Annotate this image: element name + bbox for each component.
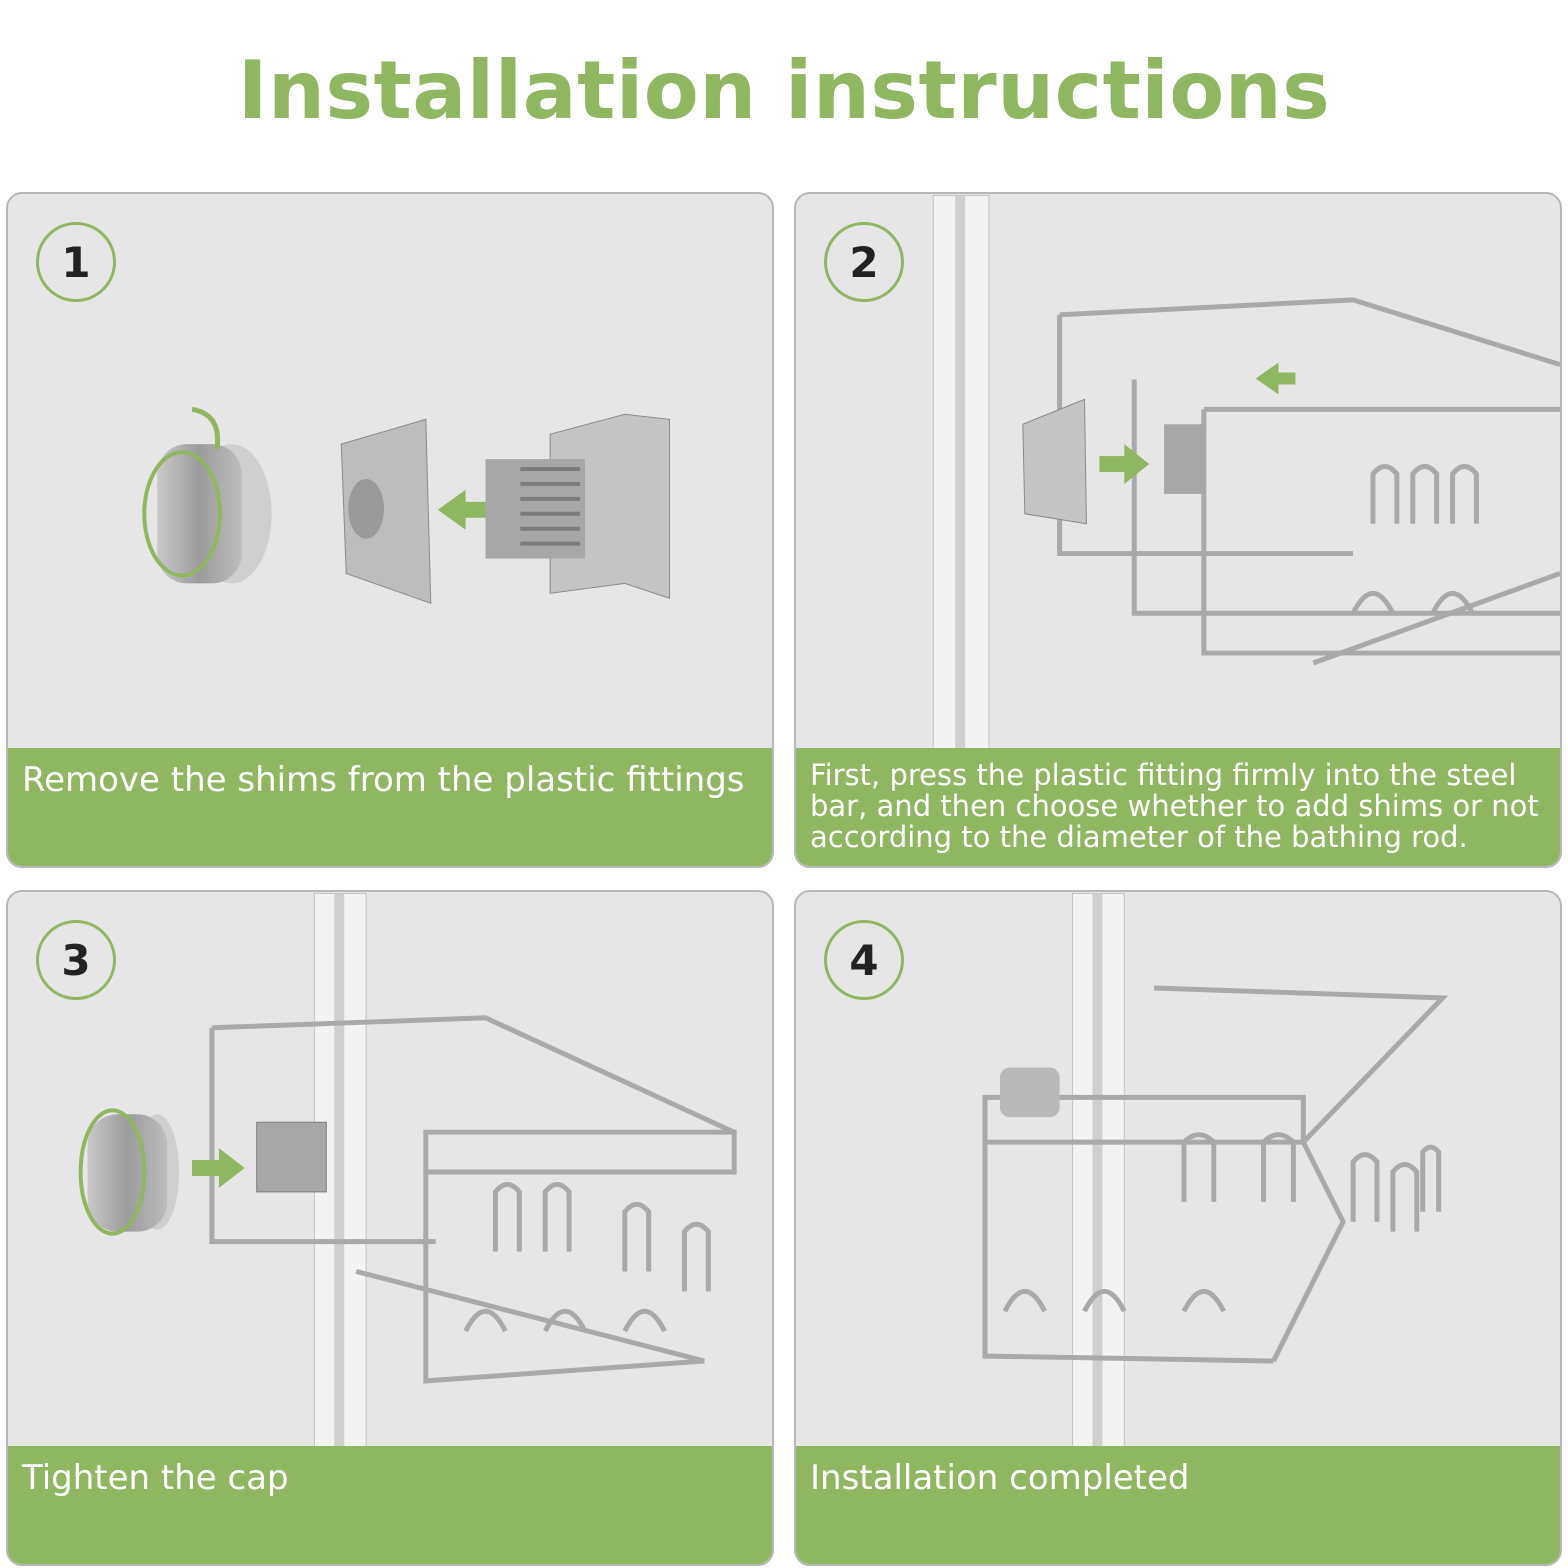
- step-number-badge: 1: [36, 222, 116, 302]
- arrow-left-icon: [437, 489, 489, 530]
- page-title: Installation instructions: [237, 44, 1331, 137]
- step-1-illustration: [142, 406, 671, 605]
- step-number-badge: 2: [824, 222, 904, 302]
- arrow-right-icon: [192, 1148, 245, 1188]
- step-caption: Tighten the cap: [8, 1446, 772, 1564]
- step-caption: Remove the shims from the plastic fittin…: [8, 748, 772, 866]
- step-4-illustration: [982, 892, 1449, 1448]
- step-panel-1: 1 Remove the shims from the plastic fitt…: [6, 192, 774, 868]
- plastic-fitting-icon: [485, 413, 671, 600]
- step-panel-2: 2 First, press the plastic fitting firml…: [794, 192, 1562, 868]
- step-number-badge: 3: [36, 920, 116, 1000]
- step-caption: Installation completed: [796, 1446, 1560, 1564]
- arrow-left-icon: [1255, 362, 1296, 395]
- wire-basket-icon: [982, 985, 1449, 1364]
- shim-icon: [340, 418, 432, 605]
- wire-basket-icon: [1057, 297, 1560, 666]
- step-number-badge: 4: [824, 920, 904, 1000]
- arrow-right-icon: [1099, 444, 1150, 484]
- step-3-illustration: [78, 892, 737, 1448]
- step-panel-3: 3 Tighten the cap: [6, 890, 774, 1566]
- cap-icon: [78, 1108, 180, 1236]
- step-panel-4: 4 Installation completed: [794, 890, 1562, 1566]
- step-2-illustration: [932, 194, 1560, 750]
- step-caption: First, press the plastic fitting firmly …: [796, 748, 1560, 866]
- cap-icon: [142, 406, 272, 584]
- wire-basket-icon: [209, 1015, 737, 1384]
